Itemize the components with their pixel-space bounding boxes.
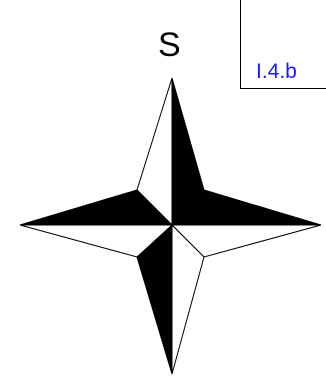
compass-star-icon: [0, 0, 326, 389]
